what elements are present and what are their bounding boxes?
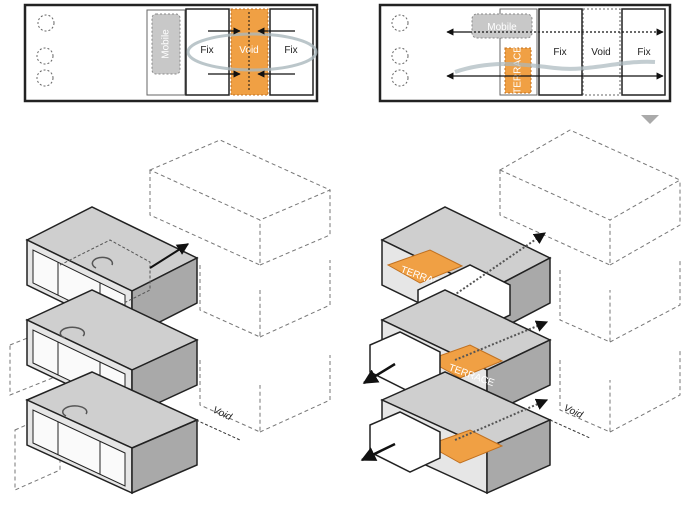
iso-left: Void bbox=[9, 139, 332, 495]
fix-cell bbox=[538, 8, 583, 96]
plan-left: Mobile Fix Void Fix bbox=[23, 3, 319, 103]
down-triangle-icon bbox=[641, 115, 659, 124]
void-cell bbox=[582, 8, 621, 96]
circle-marker bbox=[37, 14, 55, 32]
arrow bbox=[360, 442, 396, 462]
rotate-icon bbox=[91, 256, 114, 269]
iso-right: TERRACE TERRACE Void bbox=[360, 129, 682, 495]
arrow bbox=[149, 243, 190, 269]
mobile-label: Mobile bbox=[161, 29, 172, 59]
fix-cell bbox=[185, 8, 230, 96]
void-label: Void bbox=[591, 47, 610, 58]
fix-label: Fix bbox=[284, 45, 297, 56]
fix-cell bbox=[269, 8, 314, 96]
circle-marker bbox=[391, 14, 409, 32]
void-label: Void bbox=[562, 403, 585, 421]
ghost-boxes bbox=[9, 139, 332, 491]
ghost-boxes bbox=[498, 129, 682, 433]
mobile-label: Mobile bbox=[487, 22, 517, 33]
rotate-icon bbox=[62, 405, 88, 417]
arrow bbox=[449, 232, 546, 299]
void-label: Void bbox=[239, 45, 258, 56]
terrace-label: TERRACE bbox=[513, 46, 524, 94]
terrace-panel bbox=[386, 249, 464, 284]
rotation-swirl bbox=[186, 32, 318, 72]
rotate-icon bbox=[59, 326, 86, 339]
fix-cell bbox=[621, 8, 666, 96]
terrace-panel bbox=[426, 429, 504, 464]
circle-marker bbox=[391, 47, 409, 65]
terrace-unit bbox=[504, 47, 532, 94]
fix-label: Fix bbox=[553, 47, 566, 58]
module-box bbox=[360, 371, 552, 495]
fix-label: Fix bbox=[637, 47, 650, 58]
void-label: Void bbox=[211, 405, 234, 423]
arrow bbox=[362, 362, 396, 385]
plan-right-frame bbox=[378, 3, 672, 103]
terrace-panel bbox=[426, 344, 504, 379]
arrow bbox=[454, 320, 549, 361]
mobile-unit bbox=[151, 13, 181, 75]
arrow bbox=[454, 398, 549, 441]
void-guide bbox=[195, 419, 241, 441]
circle-marker bbox=[391, 69, 409, 87]
wave-line bbox=[454, 59, 656, 74]
circle-marker bbox=[36, 69, 54, 87]
circle-marker bbox=[36, 47, 54, 65]
fix-label: Fix bbox=[200, 45, 213, 56]
void-guide bbox=[549, 419, 591, 439]
module-box bbox=[25, 371, 199, 495]
plan-right: TERRACE Fix Void Fix Mobile bbox=[378, 3, 672, 124]
